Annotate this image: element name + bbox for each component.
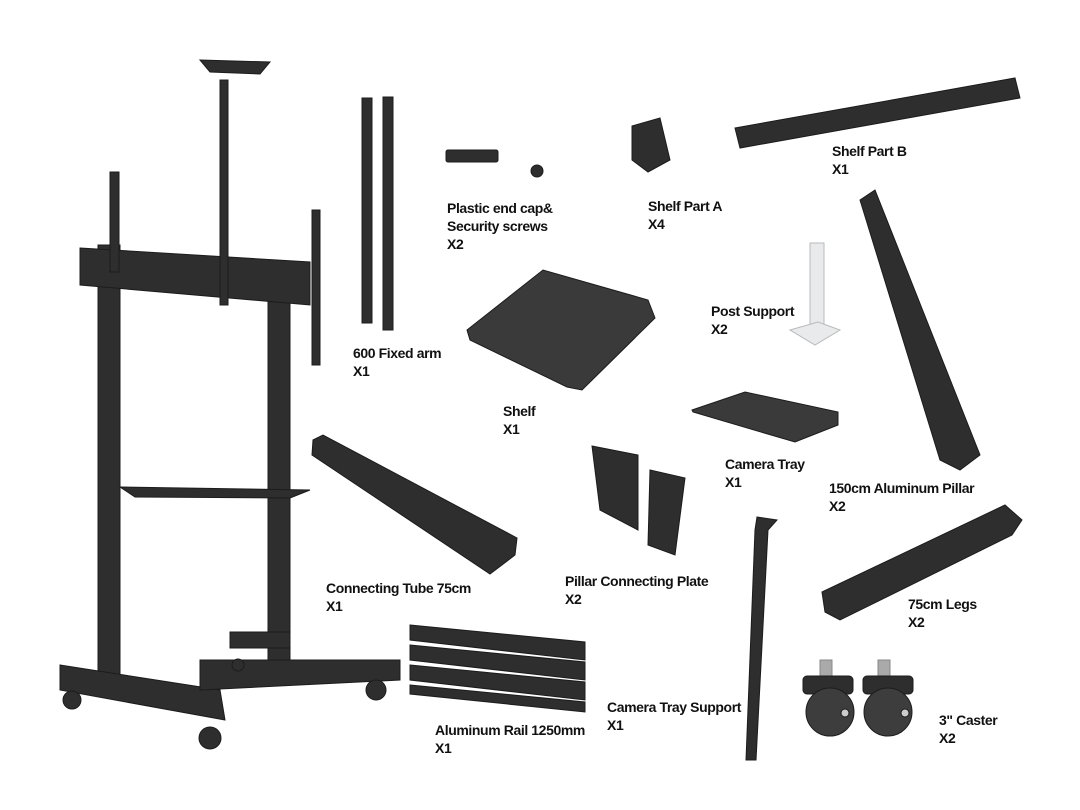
part-name: Shelf (503, 403, 536, 419)
part-qty: X1 (353, 363, 370, 379)
camera-tray-image (691, 391, 839, 443)
label-connecting-tube: Connecting Tube 75cm X1 (326, 579, 471, 615)
part-qty: X1 (832, 161, 849, 177)
connecting-tube-image (311, 434, 518, 575)
part-name: Plastic end cap& (447, 200, 553, 216)
legs-image (821, 504, 1023, 621)
pillar-connecting-plate-image (591, 445, 686, 556)
part-name: 600 Fixed arm (353, 345, 442, 361)
part-name: Aluminum Rail 1250mm (435, 722, 585, 738)
part-qty: X2 (565, 591, 582, 607)
fixed-arm-image (361, 96, 394, 331)
label-shelf-part-a: Shelf Part A X4 (648, 197, 722, 233)
shelf-part-a-image (631, 117, 671, 173)
part-qty: X4 (648, 216, 665, 232)
part-qty: X1 (435, 740, 452, 756)
label-camera-tray: Camera Tray X1 (725, 455, 805, 491)
part-name: Connecting Tube 75cm (326, 580, 471, 596)
post-support-image (788, 242, 842, 346)
label-plastic-end-cap: Plastic end cap& Security screws X2 (447, 199, 553, 253)
label-post-support: Post Support X2 (711, 302, 794, 338)
aluminum-pillar-image (859, 189, 981, 471)
part-qty: X2 (939, 730, 956, 746)
part-qty: X1 (607, 717, 624, 733)
shelf-part-b-image (734, 77, 1021, 149)
part-qty: X2 (829, 498, 846, 514)
label-shelf: Shelf X1 (503, 402, 536, 438)
label-shelf-part-b: Shelf Part B X1 (832, 142, 907, 178)
aluminum-rail-image (409, 624, 586, 713)
assembled-stand-image (59, 59, 401, 750)
end-cap-image (445, 149, 544, 178)
label-legs: 75cm Legs X2 (908, 595, 977, 631)
part-qty: X1 (326, 598, 343, 614)
part-qty: X1 (725, 474, 742, 490)
label-pillar-connecting-plate: Pillar Connecting Plate X2 (565, 572, 709, 608)
part-name: 3" Caster (939, 712, 998, 728)
part-name: Camera Tray (725, 456, 805, 472)
part-name: Shelf Part A (648, 198, 723, 214)
label-aluminum-pillar: 150cm Aluminum Pillar X2 (829, 479, 975, 515)
part-name: Camera Tray Support (607, 699, 741, 715)
camera-tray-support-image (745, 516, 778, 761)
label-fixed-arm: 600 Fixed arm X1 (353, 344, 442, 380)
label-camera-tray-support: Camera Tray Support X1 (607, 698, 741, 734)
caster-image (802, 659, 914, 737)
shelf-image (466, 269, 656, 391)
part-qty: X2 (447, 236, 464, 252)
label-aluminum-rail: Aluminum Rail 1250mm X1 (435, 721, 585, 757)
part-qty: X1 (503, 421, 520, 437)
part-name: Post Support (711, 303, 795, 319)
part-qty: X2 (711, 321, 728, 337)
part-qty: X2 (908, 614, 925, 630)
label-caster: 3" Caster X2 (939, 711, 998, 747)
part-name: 75cm Legs (908, 596, 977, 612)
part-name: 150cm Aluminum Pillar (829, 480, 975, 496)
part-name: Shelf Part B (832, 143, 907, 159)
part-name: Pillar Connecting Plate (565, 573, 709, 589)
part-name-line2: Security screws (447, 218, 548, 234)
